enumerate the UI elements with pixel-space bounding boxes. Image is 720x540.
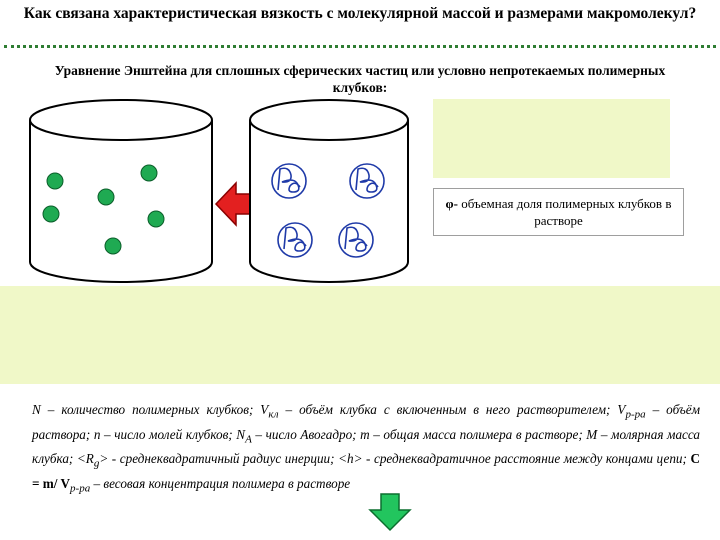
- phi-symbol: φ-: [445, 196, 458, 211]
- variable-definitions: N – количество полимерных клубков; Vкл –…: [32, 402, 701, 495]
- title-divider: [4, 45, 716, 48]
- polymer-coil-icon: [277, 222, 313, 258]
- down-arrow-icon: [368, 493, 412, 532]
- phi-text: объемная доля полимерных клубков в раств…: [461, 196, 672, 228]
- cylinder-solid-spheres: [29, 99, 213, 283]
- sphere: [42, 205, 60, 223]
- sphere: [104, 237, 122, 255]
- sphere: [140, 164, 158, 182]
- slide-subtitle: Уравнение Энштейна для сплошных сферичес…: [54, 63, 666, 95]
- cylinder-polymer-coils: [249, 99, 409, 283]
- sphere: [147, 210, 165, 228]
- formula-placeholder: [433, 99, 670, 178]
- slide-title: Как связана характеристическая вязкость …: [23, 5, 697, 22]
- phi-definition-box: φ- объемная доля полимерных клубков в ра…: [433, 188, 684, 236]
- sphere: [97, 188, 115, 206]
- sphere: [46, 172, 64, 190]
- polymer-coil-icon: [271, 163, 307, 199]
- formula-band: [0, 286, 720, 384]
- polymer-coil-icon: [338, 222, 374, 258]
- polymer-coil-icon: [349, 163, 385, 199]
